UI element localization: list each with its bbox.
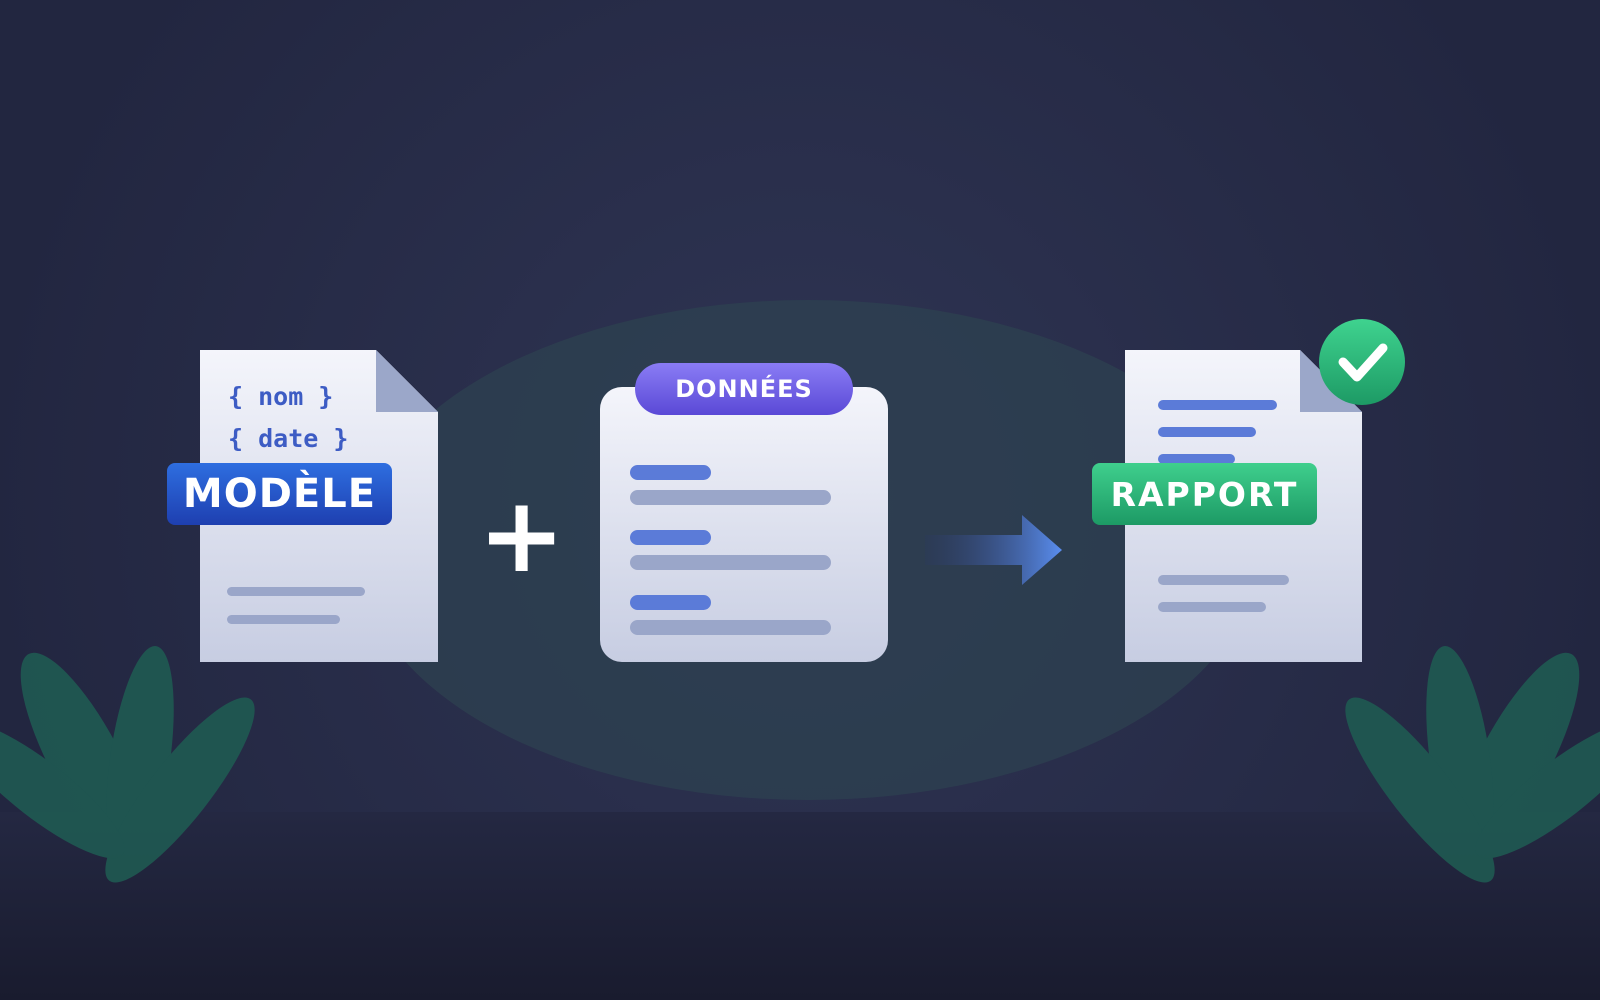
plus-operator: + bbox=[478, 474, 566, 596]
leaf-decoration-left-icon bbox=[0, 646, 255, 883]
checkmark-icon bbox=[1319, 319, 1405, 405]
placeholder-nom: { nom } bbox=[228, 382, 334, 411]
arrow-right-icon bbox=[925, 515, 1062, 585]
leaf-decoration-right-icon bbox=[1345, 646, 1600, 883]
data-card-icon bbox=[600, 387, 888, 662]
data-badge: DONNÉES bbox=[635, 363, 853, 415]
report-badge: RAPPORT bbox=[1092, 463, 1317, 525]
floor bbox=[0, 812, 1600, 1000]
placeholder-date: { date } bbox=[228, 424, 349, 453]
template-badge: MODÈLE bbox=[167, 463, 392, 525]
